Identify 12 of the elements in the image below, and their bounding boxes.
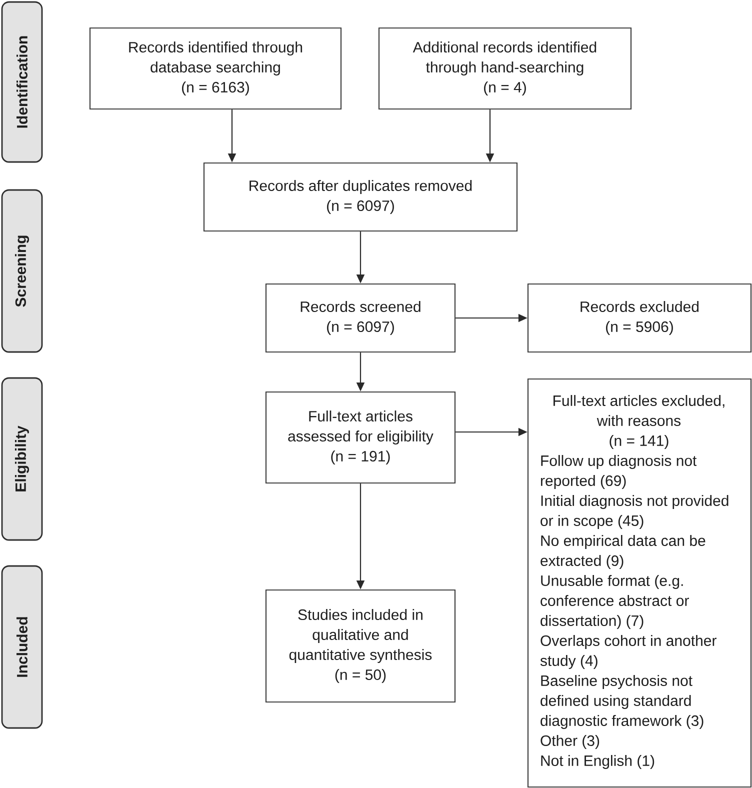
stage-band: Included	[1, 565, 43, 729]
process-box: Additional records identified through hand-searching (n = 4)	[378, 27, 632, 110]
process-box: Records excluded (n = 5906)	[527, 283, 752, 353]
stage-band: Screening	[1, 189, 43, 353]
process-box: Records screened (n = 6097)	[265, 283, 456, 353]
stage-band: Eligibility	[1, 377, 43, 541]
stage-band: Identification	[1, 1, 43, 163]
process-box: Full-text articles excluded, with reasons (n = 141) Follow up diagnosis not reported (69) Initial diagnosis not provided or in scope (45) No empirical data can be extracted (9) Unusable format (e.g. conference abstract or dissertation) (7) Overlaps cohort in another study (4) Baseline psychosis not defined using standard diagnostic framework (3) Other (3) Not in English (1)	[527, 378, 752, 788]
process-box: Records after duplicates removed (n = 6097)	[203, 162, 518, 232]
process-box: Full-text articles assessed for eligibility (n = 191)	[265, 391, 456, 484]
process-box: Studies included in qualitative and quantitative synthesis (n = 50)	[265, 589, 456, 703]
process-box: Records identified through database searching (n = 6163)	[89, 27, 342, 110]
